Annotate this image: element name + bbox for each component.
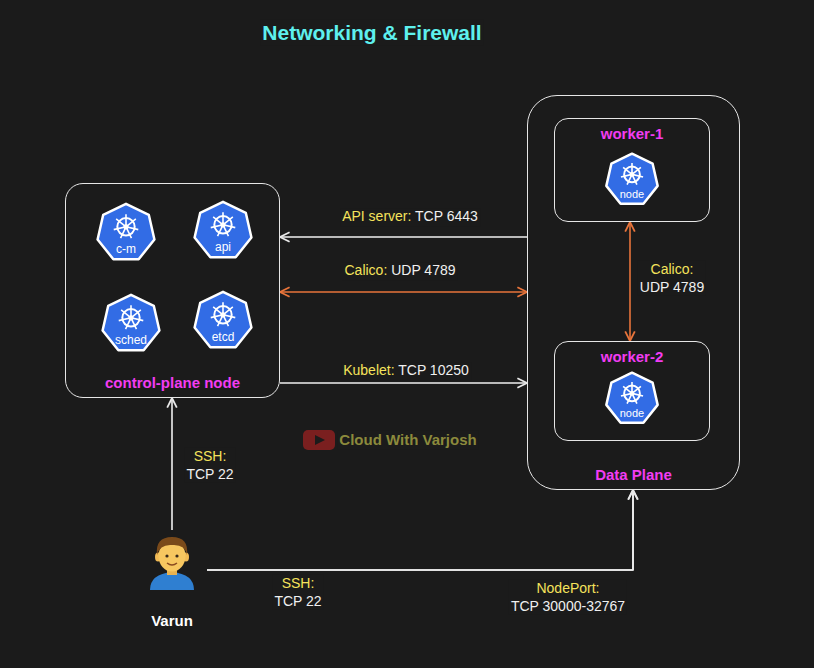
wheel-spoke: [223, 217, 233, 225]
edge-label: API server: TCP 6443: [340, 208, 480, 226]
person-eye: [175, 554, 178, 557]
heptagon-shape: [103, 295, 160, 350]
wheel-spoke: [223, 225, 228, 236]
label-key: SSH:: [274, 575, 321, 593]
wheel-spoke: [126, 227, 131, 238]
wheel-spoke: [632, 167, 641, 174]
k8s-component-icon: c-m: [95, 202, 157, 264]
label-value: TCP 22: [274, 592, 321, 608]
icon-label: node: [620, 407, 644, 420]
connector: [629, 222, 631, 341]
icon-label: api: [215, 240, 231, 254]
heptagon-outline: [604, 371, 660, 427]
person-name: Varun: [151, 612, 193, 630]
wheel-spoke: [121, 310, 131, 318]
edge-label: SSH: TCP 22: [184, 448, 235, 483]
label-key: Calico:: [640, 261, 704, 279]
label-value: UDP 4789: [640, 278, 704, 294]
wheel-spoke: [131, 318, 136, 329]
control-plane-box: control-plane node c-m api sched etcd: [65, 183, 280, 398]
connector: [207, 490, 633, 570]
data-plane-box: Data Plane worker-1 node worker-2 node: [527, 95, 740, 490]
icon-label: c-m: [116, 242, 136, 256]
box-heading: Data Plane: [595, 466, 672, 484]
edge-label: Calico: UDP 4789: [342, 262, 457, 280]
k8s-component-icon: sched: [100, 293, 162, 355]
connector: [280, 382, 527, 384]
wheel-spoke: [621, 393, 632, 396]
heptagon-shape: [195, 202, 252, 257]
label-key: API server:: [342, 208, 411, 224]
label-value: TCP 10250: [395, 362, 469, 378]
connector: [171, 398, 173, 530]
wheel-spoke: [632, 174, 637, 184]
wheel-spoke: [211, 315, 223, 318]
icon-label: node: [620, 188, 644, 201]
label-key: SSH:: [186, 448, 233, 466]
heptagon-shape: [98, 204, 155, 259]
wheel-spoke: [125, 214, 127, 227]
wheel-spoke: [223, 315, 228, 326]
person-figure: [142, 530, 202, 590]
person-mouth: [167, 563, 177, 565]
youtube-logo-body: [303, 430, 335, 450]
label-value: TCP 6443: [411, 208, 477, 224]
wheel-spoke: [621, 174, 632, 177]
worker-box: worker-1 node: [554, 118, 710, 222]
wheel-spoke: [213, 307, 223, 315]
icon-label: etcd: [212, 330, 235, 344]
k8s-component-icon: api: [192, 200, 254, 262]
wheel-spoke: [631, 382, 633, 393]
wheel-spoke: [222, 212, 224, 225]
connector: [280, 236, 527, 238]
wheel-spoke: [130, 305, 132, 318]
watermark: Cloud With Varjosh: [337, 431, 478, 450]
person-eye: [165, 554, 168, 557]
wheel-spoke: [623, 167, 632, 174]
wheel-spoke: [119, 318, 131, 321]
box-heading: worker-1: [601, 125, 664, 143]
label-key: NodePort:: [511, 580, 625, 598]
k8s-component-icon: etcd: [192, 290, 254, 352]
edge-label: SSH: TCP 22: [272, 575, 323, 610]
connector: [207, 490, 633, 570]
wheel-spoke: [126, 219, 136, 227]
wheel-spoke: [131, 310, 141, 318]
wheel-spoke: [222, 302, 224, 315]
wheel-spoke: [632, 386, 641, 393]
worker-box: worker-2 node: [554, 341, 710, 441]
label-value: UDP 4789: [387, 262, 455, 278]
wheel-spoke: [211, 225, 223, 228]
wheel-spoke: [632, 393, 637, 403]
wheel-spoke: [116, 219, 126, 227]
youtube-logo: [303, 430, 335, 450]
label-value: TCP 22: [186, 465, 233, 481]
edge-label: NodePort: TCP 30000-32767: [509, 580, 627, 615]
box-heading: worker-2: [601, 348, 664, 366]
connector: [280, 291, 527, 293]
label-value: TCP 30000-32767: [511, 597, 625, 613]
heptagon-shape: [606, 373, 657, 423]
wheel-spoke: [223, 307, 233, 315]
wheel-spoke: [631, 163, 633, 174]
heptagon-shape: [606, 154, 657, 204]
label-key: Calico:: [344, 262, 387, 278]
person-hair: [157, 537, 187, 555]
k8s-node-icon: node: [604, 371, 660, 427]
user-figure: Varun: [137, 530, 207, 630]
wheel-spoke: [114, 227, 126, 230]
wheel-spoke: [213, 217, 223, 225]
label-key: Kubelet:: [343, 362, 394, 378]
heptagon-outline: [604, 152, 660, 208]
wheel-spoke: [623, 386, 632, 393]
diagram-title: Networking & Firewall: [260, 20, 483, 46]
heptagon-shape: [195, 292, 252, 347]
icon-label: sched: [115, 333, 147, 347]
k8s-node-icon: node: [604, 152, 660, 208]
box-heading: control-plane node: [105, 374, 240, 392]
edge-label: Calico: UDP 4789: [638, 261, 706, 296]
youtube-logo-play: [315, 435, 325, 445]
edge-label: Kubelet: TCP 10250: [341, 362, 471, 380]
